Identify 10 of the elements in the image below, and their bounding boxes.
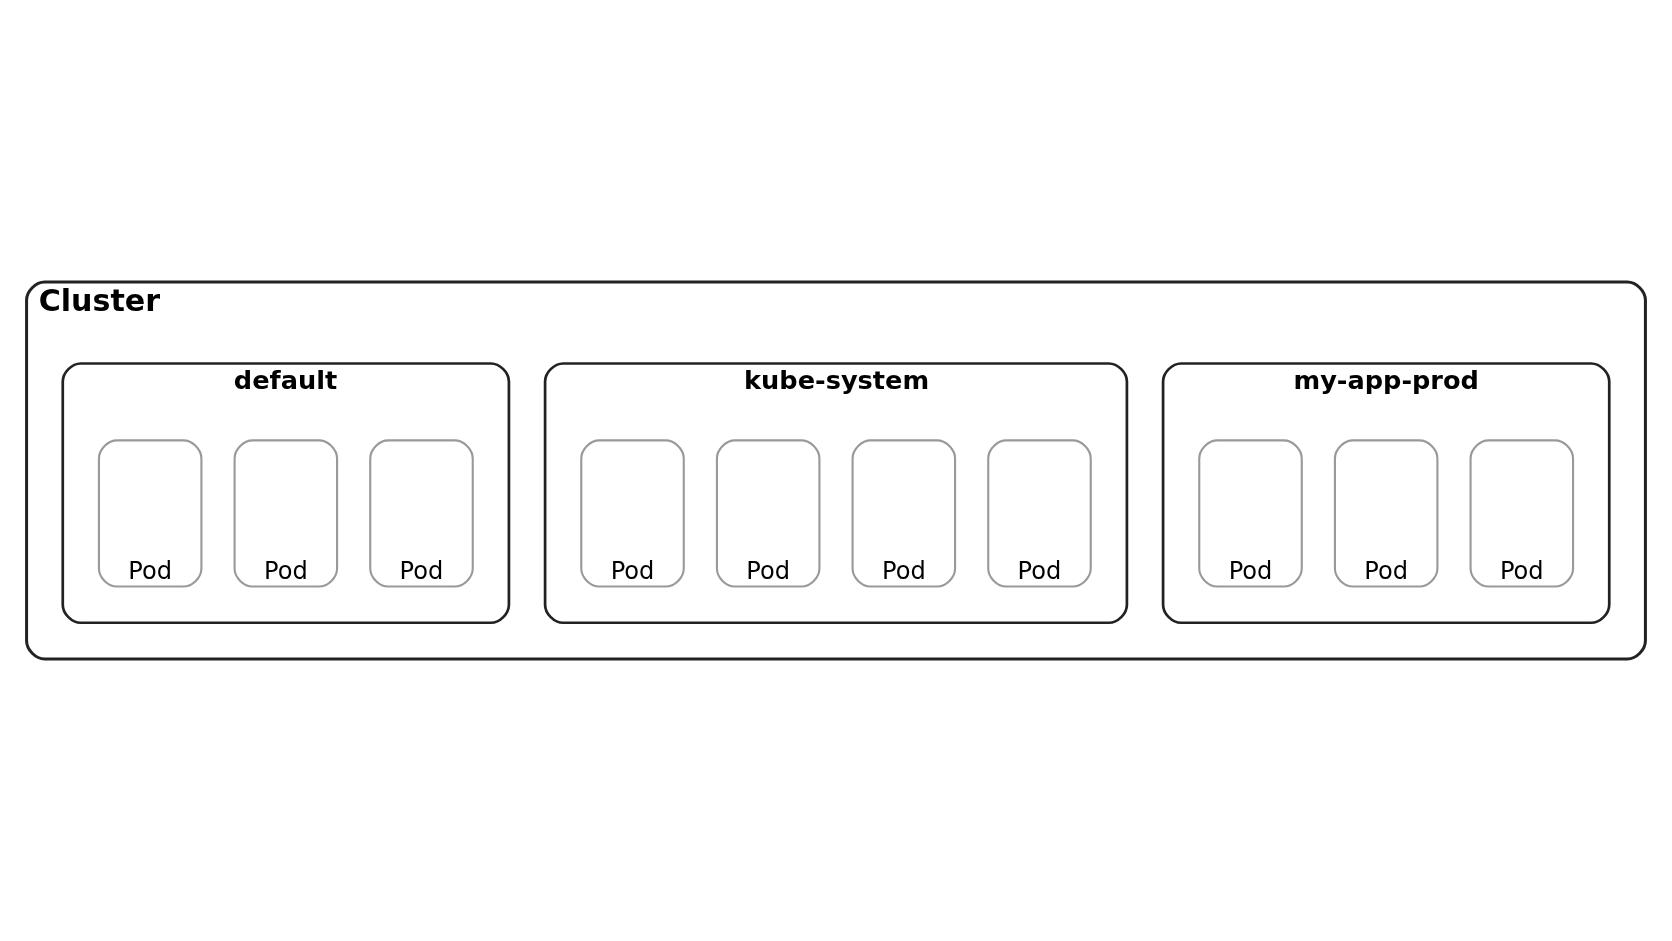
node-box: Pod [1469,439,1575,588]
node-box: Pod [580,439,685,588]
node-box: Pod [1333,439,1439,588]
node-box: Pod [715,439,821,588]
node-box: Pod [1198,439,1303,588]
node-box: Pod [987,439,1092,588]
node-box: Pod [233,439,339,588]
node-box: Pod [97,439,203,588]
node-box: Pod [369,439,474,588]
node-box: Pod [851,439,957,588]
